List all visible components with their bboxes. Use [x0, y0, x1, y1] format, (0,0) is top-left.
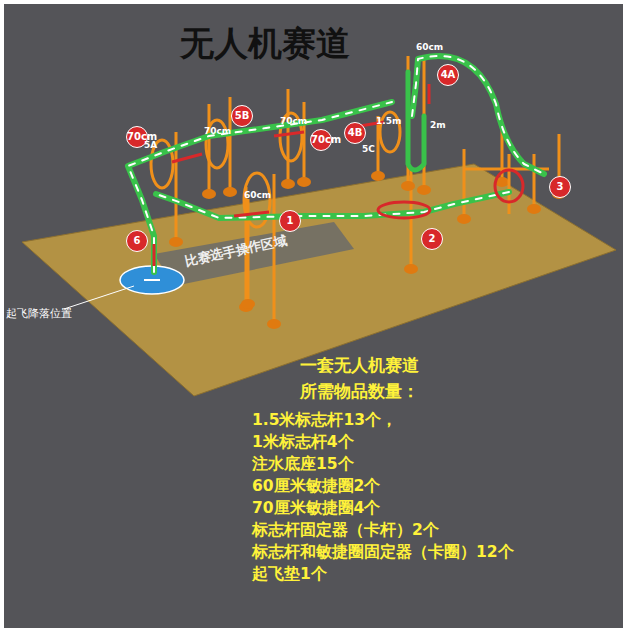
turn-arrow	[378, 202, 430, 218]
list-item: 标志杆固定器（卡杆）2个	[252, 522, 439, 540]
dimension-label: 5C	[362, 144, 375, 154]
arrow	[234, 212, 269, 216]
list-item: 1米标志杆4个	[252, 434, 354, 452]
water-base	[527, 204, 541, 214]
water-base	[371, 171, 385, 181]
water-base	[169, 237, 183, 247]
direction-arrows	[154, 84, 523, 266]
callout-number: 70cm	[310, 129, 332, 151]
arrow	[172, 84, 429, 162]
turn-arrow	[495, 170, 523, 202]
dimension-label: 70cm	[204, 126, 231, 136]
arrow	[153, 244, 156, 266]
dimension-label: 2m	[430, 120, 446, 130]
ground	[22, 164, 616, 396]
dimension-label: 1.5m	[376, 116, 401, 126]
background: 无人机赛道60cm4A2m5B70cm70cm4B1.5m5C70cm5A70c…	[4, 4, 623, 628]
marker-pole	[463, 149, 466, 219]
crossbar	[464, 154, 549, 214]
water-base	[223, 187, 237, 197]
list-item: 60厘米敏捷圈2个	[252, 478, 380, 496]
marker-pole	[533, 154, 536, 209]
water-base	[281, 179, 295, 189]
water-base	[401, 181, 415, 191]
pilot-zone	[154, 222, 354, 286]
list-item: 注水底座15个	[252, 456, 354, 474]
water-base	[457, 214, 471, 224]
marker-pole	[208, 104, 211, 194]
dimension-label: 5A	[144, 140, 157, 150]
list-item: 起飞垫1个	[252, 566, 327, 584]
callout-number: 2	[421, 228, 443, 250]
water-base	[202, 189, 216, 199]
callout-number: 6	[126, 230, 148, 252]
dimension-label: 60cm	[244, 190, 271, 200]
callout-number: 4B	[344, 122, 366, 144]
list-heading: 所需物品数量：	[300, 382, 419, 402]
callout-number: 5B	[231, 105, 253, 127]
flight-path	[128, 56, 544, 272]
water-base	[241, 299, 255, 309]
water-base	[404, 264, 418, 274]
dimension-label: 70cm	[280, 116, 307, 126]
list-item: 70厘米敏捷圈4个	[252, 500, 380, 518]
title: 无人机赛道	[180, 24, 350, 63]
marker-pole	[287, 89, 290, 184]
pad-mark	[144, 279, 160, 281]
water-base	[417, 185, 431, 195]
pad-label: 起飞降落位置	[6, 308, 72, 321]
callout-number: 4A	[437, 64, 459, 86]
callout-number: 3	[549, 176, 571, 198]
dimension-label: 60cm	[416, 42, 443, 52]
list-item: 标志杆和敏捷圈固定器（卡圈）12个	[252, 544, 514, 562]
list-heading: 一套无人机赛道	[300, 356, 419, 376]
callout-number: 1	[279, 210, 301, 232]
leader-line	[64, 286, 134, 309]
list-item: 1.5米标志杆13个，	[252, 412, 397, 430]
water-base	[267, 319, 281, 329]
water-base	[297, 177, 311, 187]
